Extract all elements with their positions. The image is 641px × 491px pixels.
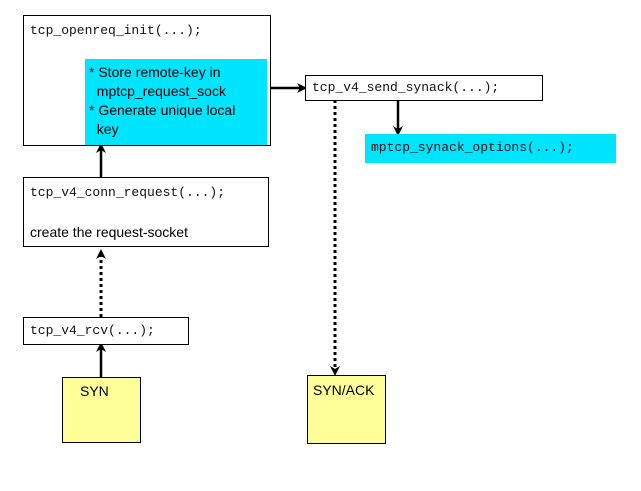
openreq-init-title: tcp_openreq_init(...); [30, 23, 202, 38]
openreq-note-line-4: key [89, 121, 119, 137]
conn-request-title: tcp_v4_conn_request(...); [30, 185, 226, 200]
synack-options-title: mptcp_synack_options(...); [371, 140, 574, 155]
synack-packet: SYN/ACK [307, 375, 386, 444]
conn-request-box: tcp_v4_conn_request(...); create the req… [23, 177, 269, 247]
openreq-note-line-1: * Store remote-key in [89, 64, 221, 80]
rcv-title: tcp_v4_rcv(...); [30, 323, 155, 338]
openreq-note-line-2: mptcp_request_sock [89, 83, 226, 99]
send-synack-box: tcp_v4_send_synack(...); [305, 75, 543, 101]
send-synack-title: tcp_v4_send_synack(...); [312, 80, 500, 95]
syn-packet: SYN [62, 377, 141, 443]
conn-request-desc: create the request-socket [30, 224, 188, 240]
syn-label: SYN [80, 383, 109, 399]
openreq-note-line-3: * Generate unique local [89, 102, 236, 118]
synack-label: SYN/ACK [313, 382, 375, 398]
synack-options-box: mptcp_synack_options(...); [365, 134, 616, 163]
openreq-init-box: tcp_openreq_init(...); * Store remote-ke… [23, 15, 271, 146]
openreq-notes-highlight: * Store remote-key in mptcp_request_sock… [85, 59, 267, 145]
rcv-box: tcp_v4_rcv(...); [23, 317, 189, 345]
